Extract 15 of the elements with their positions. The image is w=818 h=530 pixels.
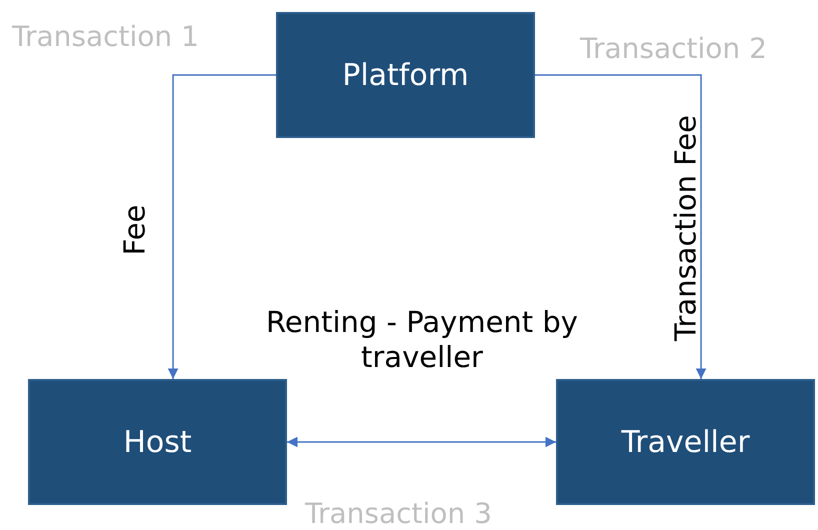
node-label: Platform xyxy=(342,58,469,92)
arrow xyxy=(287,436,556,448)
arrow xyxy=(168,74,276,379)
arrow xyxy=(535,74,706,379)
node-label: Host xyxy=(123,424,192,460)
edge-label: Renting - Payment by traveller xyxy=(265,305,579,375)
transaction-label: Transaction 3 xyxy=(305,497,492,530)
process-box xyxy=(556,379,815,505)
edge-label: Transaction Fee xyxy=(668,115,704,341)
node-label: Traveller xyxy=(621,424,750,460)
transaction-label: Transaction 1 xyxy=(12,20,199,53)
transaction-label: Transaction 2 xyxy=(580,32,767,65)
process-box xyxy=(276,12,535,138)
edge-label: Fee xyxy=(118,204,152,256)
process-box xyxy=(28,379,287,505)
